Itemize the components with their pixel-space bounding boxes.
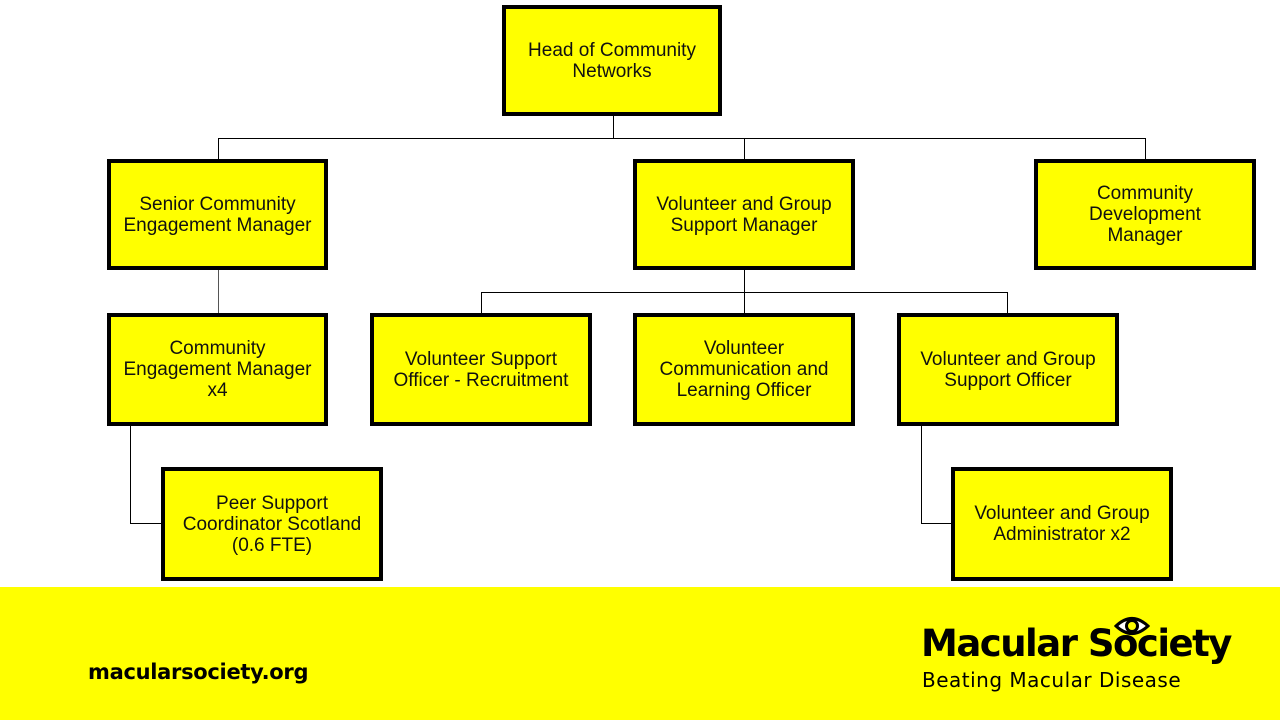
connector-to-vso (481, 292, 482, 316)
node-community-engagement-manager: Community Engagement Manager x4 (107, 313, 328, 426)
connector-level2-bar (481, 292, 1008, 293)
node-head-of-community-networks: Head of Community Networks (502, 5, 722, 116)
eye-icon (1114, 617, 1150, 635)
node-peer-support-coordinator-scotland: Peer Support Coordinator Scotland (0.6 F… (161, 467, 383, 581)
connector-to-cdm (1145, 138, 1146, 161)
node-volunteer-group-administrator: Volunteer and Group Administrator x2 (951, 467, 1173, 581)
connector-level1-bar (218, 138, 1146, 139)
connector-vgso-down (921, 424, 922, 524)
node-senior-community-engagement-manager: Senior Community Engagement Manager (107, 159, 328, 270)
connector-vgso-to-vga (921, 523, 953, 524)
node-volunteer-group-support-officer: Volunteer and Group Support Officer (897, 313, 1119, 426)
website-link[interactable]: macularsociety.org (88, 660, 309, 684)
logo-name: Macular Society (921, 622, 1232, 665)
connector-to-vgsm (744, 138, 745, 161)
connector-cem-down (130, 424, 131, 524)
logo-tagline: Beating Macular Disease (922, 668, 1182, 692)
node-volunteer-group-support-manager: Volunteer and Group Support Manager (633, 159, 855, 270)
connector-to-vgso (1007, 292, 1008, 316)
node-volunteer-support-officer-recruitment: Volunteer Support Officer - Recruitment (370, 313, 592, 426)
connector-senior-cem-to-cem (218, 268, 219, 316)
connector-to-senior-cem (218, 138, 219, 161)
node-community-development-manager: Community Development Manager (1034, 159, 1256, 270)
connector-cem-to-peer (130, 523, 163, 524)
connector-head-down (613, 114, 614, 139)
footer-banner (0, 587, 1280, 720)
node-volunteer-communication-learning-officer: Volunteer Communication and Learning Off… (633, 313, 855, 426)
